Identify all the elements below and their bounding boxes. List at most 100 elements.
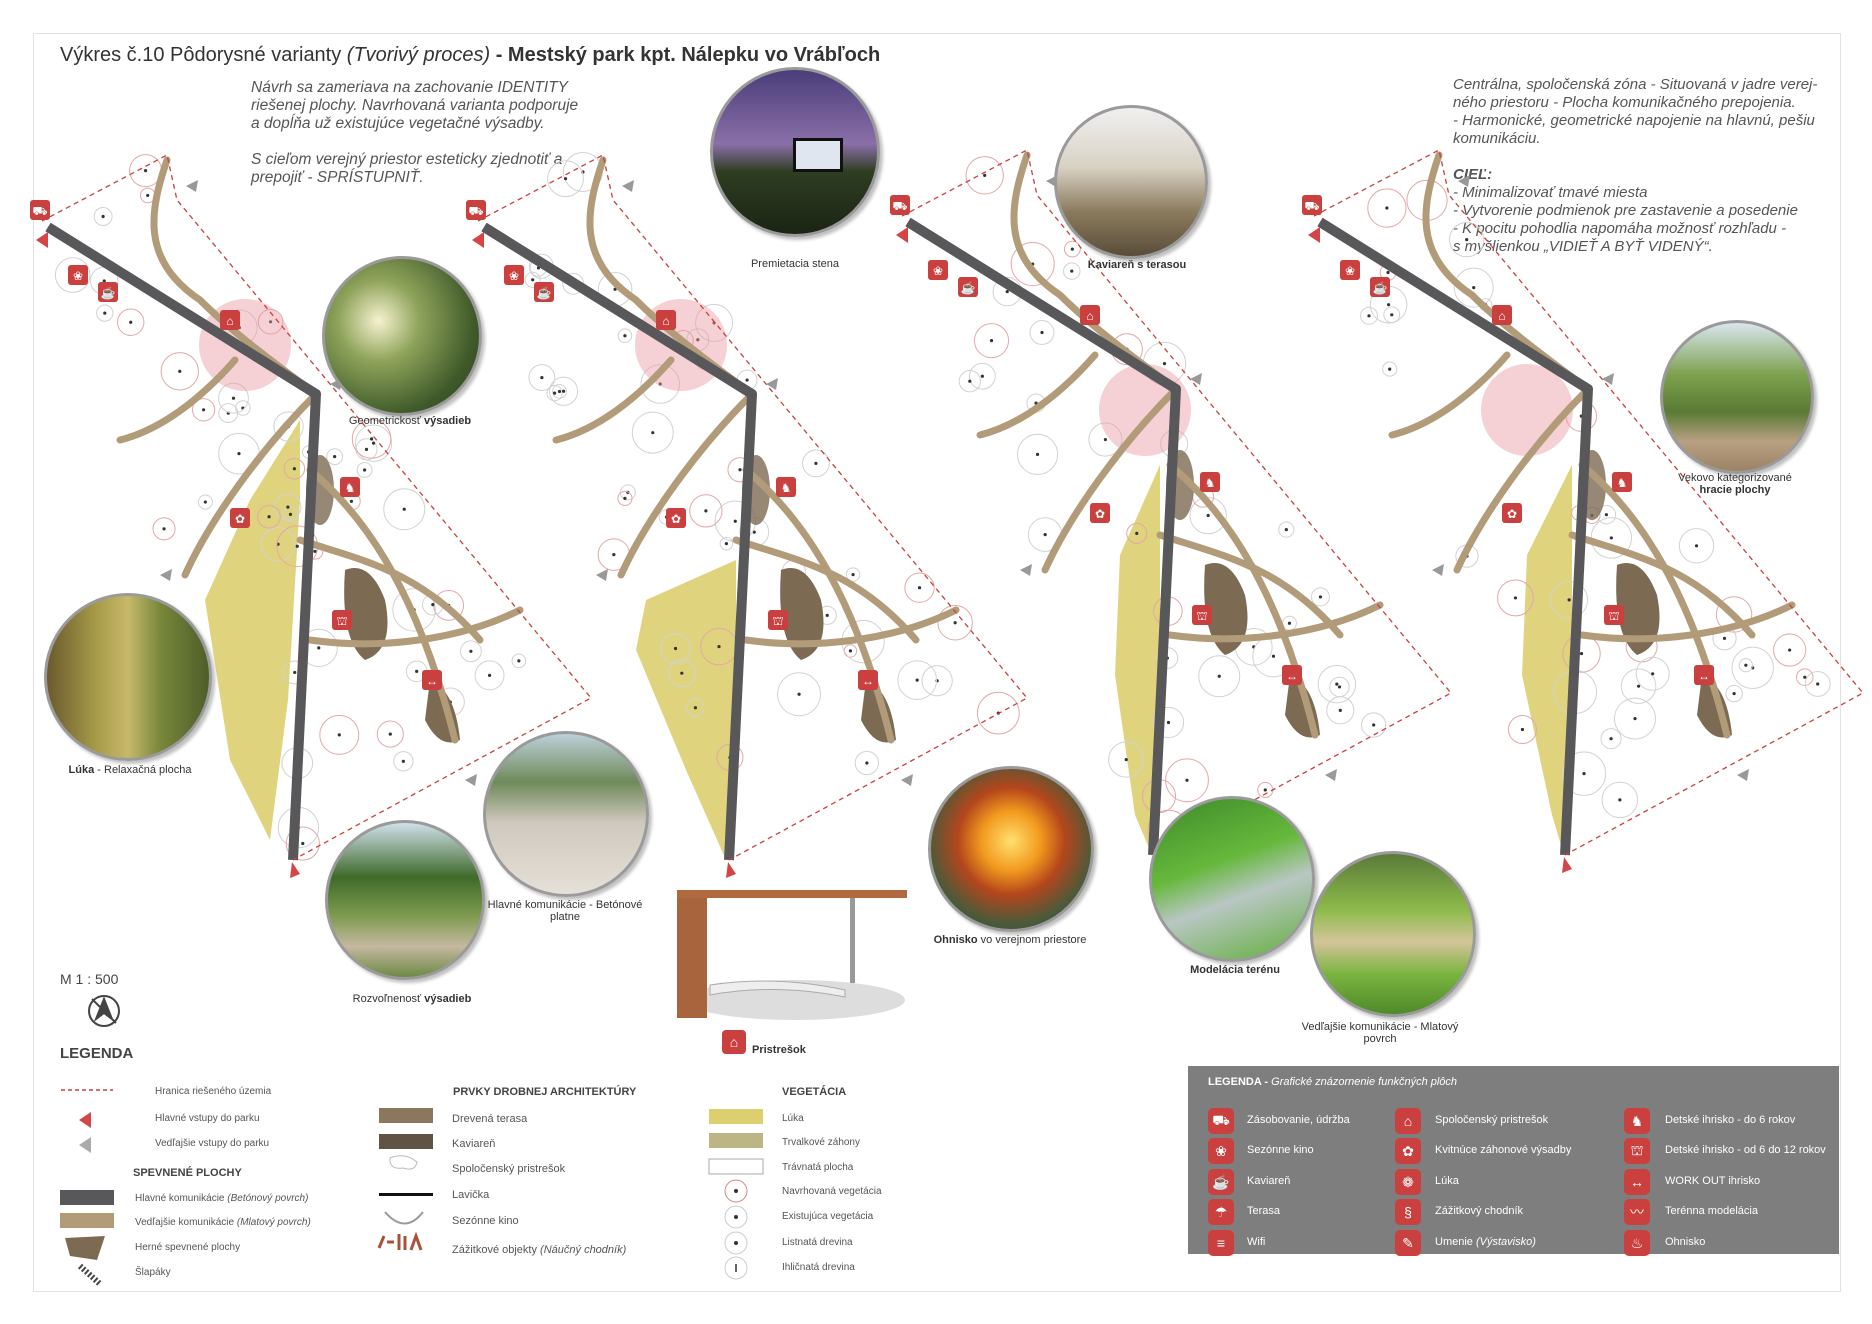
tree-trunk: [401, 759, 405, 763]
shelter-roof: [677, 890, 907, 898]
tree-trunk: [989, 339, 994, 343]
photo-loose-planting: [325, 820, 485, 980]
function-icon: ↔: [858, 670, 878, 690]
tree: [1329, 676, 1350, 698]
site-boundary: [1313, 149, 1865, 856]
tree: [392, 588, 436, 632]
function-icon-glyph: ❀: [73, 269, 83, 283]
main-entry-symbol: [79, 1112, 91, 1128]
photo-meadow: [44, 593, 212, 761]
side-path: [181, 390, 320, 579]
photo-gravel-path: [1310, 851, 1476, 1017]
tree: [1317, 664, 1357, 704]
tree-trunk: [680, 671, 684, 675]
functional-legend-label: Zážitkový chodník: [1435, 1205, 1524, 1217]
site-plan-variant-2: ⛟❀☕⌂♞✿⛫↔: [466, 152, 1029, 878]
function-icon-glyph: ⌂: [226, 314, 233, 328]
side-path: [1578, 601, 1796, 643]
tree-trunk: [1636, 684, 1641, 688]
tree: [93, 207, 113, 226]
side-path: [617, 390, 756, 579]
tree-trunk: [1744, 663, 1748, 667]
tree: [1198, 655, 1241, 698]
tree-trunk: [1390, 313, 1394, 317]
function-icon-bg: [1492, 305, 1512, 325]
function-icon: ⛫: [332, 610, 352, 630]
legend-left-symbols: [60, 1089, 114, 1287]
tree: [547, 160, 584, 198]
tree: [904, 572, 935, 603]
photo-geometric-planting: [322, 256, 482, 416]
function-icon-bg: [1370, 277, 1390, 297]
photo-cafe: [1054, 105, 1208, 259]
side-entry-marker: [160, 569, 172, 581]
functional-legend-title: LEGENDA - Grafické znázornenie funkčných…: [1208, 1076, 1458, 1088]
tree: [1725, 684, 1743, 703]
tree: [695, 303, 734, 342]
function-icon-bg: [30, 200, 50, 220]
path-icon: §: [1395, 1199, 1421, 1225]
tree-trunk: [178, 369, 182, 373]
tree-trunk: [293, 670, 297, 675]
tree: [474, 660, 505, 691]
tree: [617, 328, 633, 344]
tree: [528, 364, 556, 391]
tree: [973, 323, 1010, 359]
tree: [1449, 221, 1485, 258]
function-icon-bg: [1340, 260, 1360, 280]
tree: [1278, 521, 1295, 538]
tree-trunk: [1135, 531, 1139, 536]
tree-trunk: [658, 382, 662, 386]
function-icon: ⛟: [466, 200, 486, 220]
function-icon: ⌂: [656, 310, 676, 330]
legend-prvky-title: PRVKY DROBNEJ ARCHITEKTÚRY: [453, 1086, 637, 1098]
tree-trunk: [552, 391, 557, 395]
tree-trunk: [267, 515, 271, 519]
tree: [1165, 758, 1209, 803]
tree-trunk: [1043, 533, 1047, 537]
tree-trunk: [825, 613, 829, 617]
side-path: [1041, 385, 1180, 574]
caption-terrain: Modelácia terénu: [1190, 964, 1280, 976]
function-icon-bg: [220, 310, 240, 330]
tree: [660, 633, 691, 664]
function-icon-bg: [928, 260, 948, 280]
tree: [152, 517, 176, 541]
tree-trunk: [696, 338, 700, 342]
intro-line: s myšlienkou „VIDIEŤ A BYŤ VIDENÝ“.: [1453, 238, 1713, 255]
tree-trunk: [1609, 737, 1613, 741]
main-road: [905, 217, 1181, 856]
function-icon-glyph: ☕: [537, 285, 552, 300]
tree-trunk: [1386, 270, 1390, 275]
stepping-stones-symbol: [77, 1263, 103, 1287]
function-icon-glyph: ⛟: [32, 204, 47, 218]
tree: [1600, 728, 1622, 750]
function-icon-bg: [1080, 305, 1100, 325]
function-icon-glyph: ⛫: [772, 614, 783, 628]
tree: [1678, 528, 1715, 564]
tree: [1613, 697, 1656, 740]
intro-line: komunikáciu.: [1453, 130, 1541, 147]
tree: [1738, 658, 1753, 673]
function-icon: ♞: [340, 477, 360, 497]
function-icon-glyph: ✿: [1507, 507, 1517, 521]
intro-line: - Minimalizovať tmavé miesta: [1453, 184, 1648, 201]
tree: [326, 448, 344, 466]
tree: [354, 424, 393, 462]
tree: [1507, 714, 1537, 745]
tree: [1063, 240, 1081, 258]
side-path: [116, 356, 239, 444]
photo-playground: [1660, 320, 1814, 474]
side-path-symbol: [60, 1213, 114, 1228]
legend-seasonal-cinema: Sezónne kino: [452, 1215, 519, 1227]
shelter-icon: ⌂: [722, 1030, 746, 1054]
intro-line: S cieľom verejný priestor esteticky zjed…: [251, 151, 563, 168]
functional-legend-label: Detské ihrisko - do 6 rokov: [1665, 1114, 1796, 1126]
tree: [689, 494, 723, 528]
tree-trunk: [317, 646, 321, 650]
tree: [1108, 741, 1145, 778]
function-icon-glyph: ↔: [1698, 669, 1710, 683]
legend-stepping-stones: Šlapáky: [135, 1267, 171, 1278]
function-icon: ⛟: [1302, 195, 1322, 215]
function-icon: ✿: [1502, 503, 1522, 523]
